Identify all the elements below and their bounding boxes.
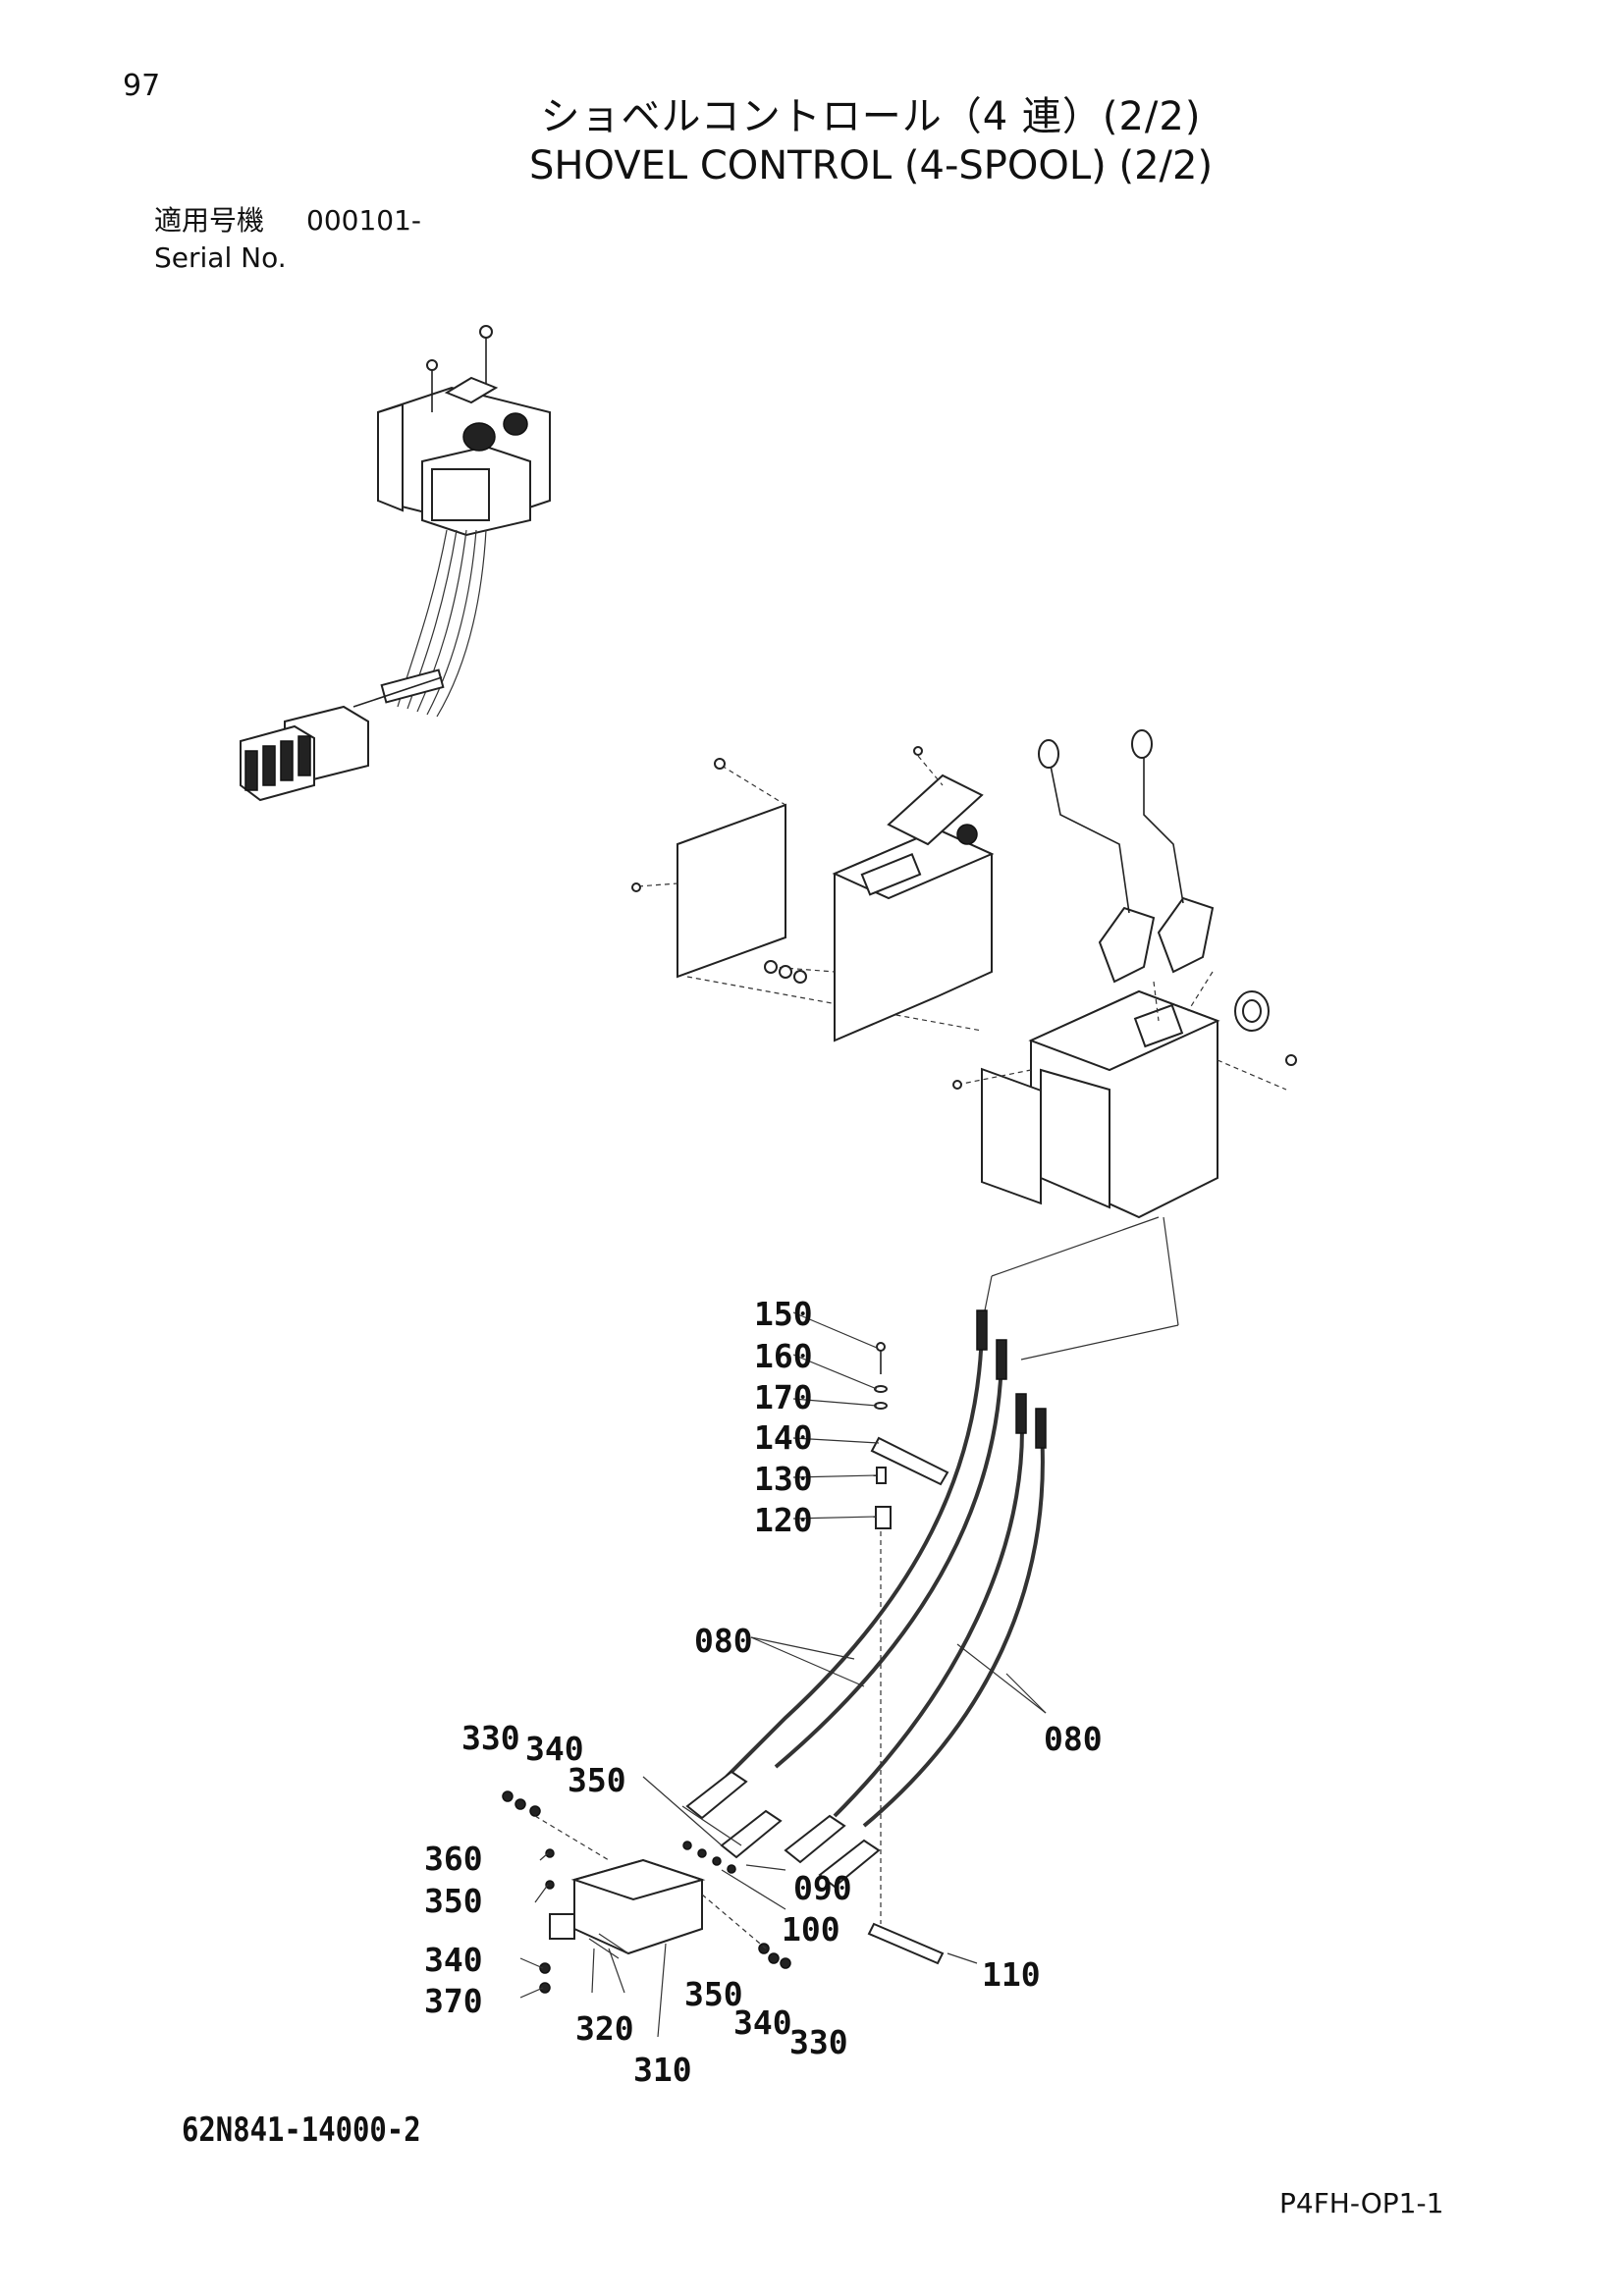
drawing-code: 62N841-14000-2	[182, 2110, 421, 2150]
page-number: 97	[123, 69, 161, 103]
callout-320: 320	[575, 2009, 634, 2048]
callout-340-left: 340	[424, 1941, 483, 1979]
callout-170: 170	[754, 1378, 813, 1416]
serial-label-english: Serial No.	[154, 241, 287, 274]
control-cables-illustration	[642, 1309, 1047, 1889]
serial-value: 000101-	[306, 204, 421, 237]
serial-number-block: 適用号機 000101- Serial No.	[154, 202, 421, 277]
callout-080-right: 080	[1044, 1720, 1103, 1758]
callout-340-bottom: 340	[733, 2003, 792, 2042]
callout-360: 360	[424, 1840, 483, 1878]
clamp-bracket-illustration	[870, 1342, 949, 1924]
callout-350-left: 350	[424, 1882, 483, 1920]
callout-330-bottom: 330	[789, 2023, 848, 2061]
serial-label-japanese: 適用号機	[154, 204, 265, 237]
page-title-english: SHOVEL CONTROL (4-SPOOL) (2/2)	[528, 143, 1214, 188]
callout-340-top: 340	[525, 1730, 584, 1768]
callout-leader-lines	[519, 1311, 1047, 2038]
console-assembly-illustration	[631, 729, 1297, 1361]
bottom-bracket-illustration	[502, 1790, 945, 1994]
control-box-inset-illustration	[240, 325, 551, 802]
callout-150: 150	[754, 1295, 813, 1333]
callout-090: 090	[793, 1869, 852, 1907]
callout-100: 100	[782, 1910, 840, 1949]
callout-310: 310	[633, 2051, 692, 2089]
page-code: P4FH-OP1-1	[1279, 2187, 1444, 2219]
callout-370: 370	[424, 1982, 483, 2020]
callout-130: 130	[754, 1460, 813, 1498]
callout-080-left: 080	[694, 1622, 753, 1660]
page-title-japanese: ショベルコントロール（4 連）(2/2)	[540, 94, 1202, 139]
callout-160: 160	[754, 1337, 813, 1375]
callout-330-top: 330	[461, 1719, 520, 1757]
callout-350-top: 350	[568, 1761, 626, 1799]
part-callouts: 150 160 170 140 130 120 080 080 330 340 …	[424, 1295, 1103, 2089]
callout-350-bottom: 350	[684, 1975, 743, 2013]
callout-110: 110	[982, 1955, 1041, 1994]
callout-140: 140	[754, 1418, 813, 1457]
callout-120: 120	[754, 1501, 813, 1539]
